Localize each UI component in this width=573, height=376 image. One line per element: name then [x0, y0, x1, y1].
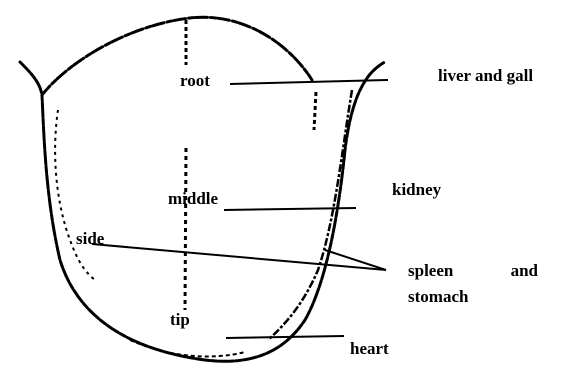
- tongue-right-inner-edge: [268, 90, 352, 340]
- label-spleen-and-stomach: spleen and stomach: [408, 258, 538, 310]
- label-middle: middle: [168, 190, 218, 207]
- label-heart: heart: [350, 340, 389, 357]
- label-root: root: [180, 72, 210, 89]
- root-right-dotted-mark: [314, 92, 316, 130]
- tongue-tip-inner-curve: [130, 340, 245, 356]
- label-side: side: [76, 230, 104, 247]
- spleen-stomach-leader-a: [92, 244, 386, 270]
- tongue-outline: [20, 62, 385, 361]
- heart-leader: [226, 336, 344, 338]
- tongue-midline-lower: [185, 148, 186, 310]
- label-spleen-and-stomach-line2: stomach: [408, 284, 538, 310]
- label-kidney: kidney: [392, 181, 441, 198]
- label-tip: tip: [170, 311, 190, 328]
- label-spleen-and-stomach-line1: spleen and: [408, 258, 538, 284]
- label-liver-and-gall: liver and gall: [438, 67, 533, 84]
- tongue-left-inner-edge: [55, 110, 95, 280]
